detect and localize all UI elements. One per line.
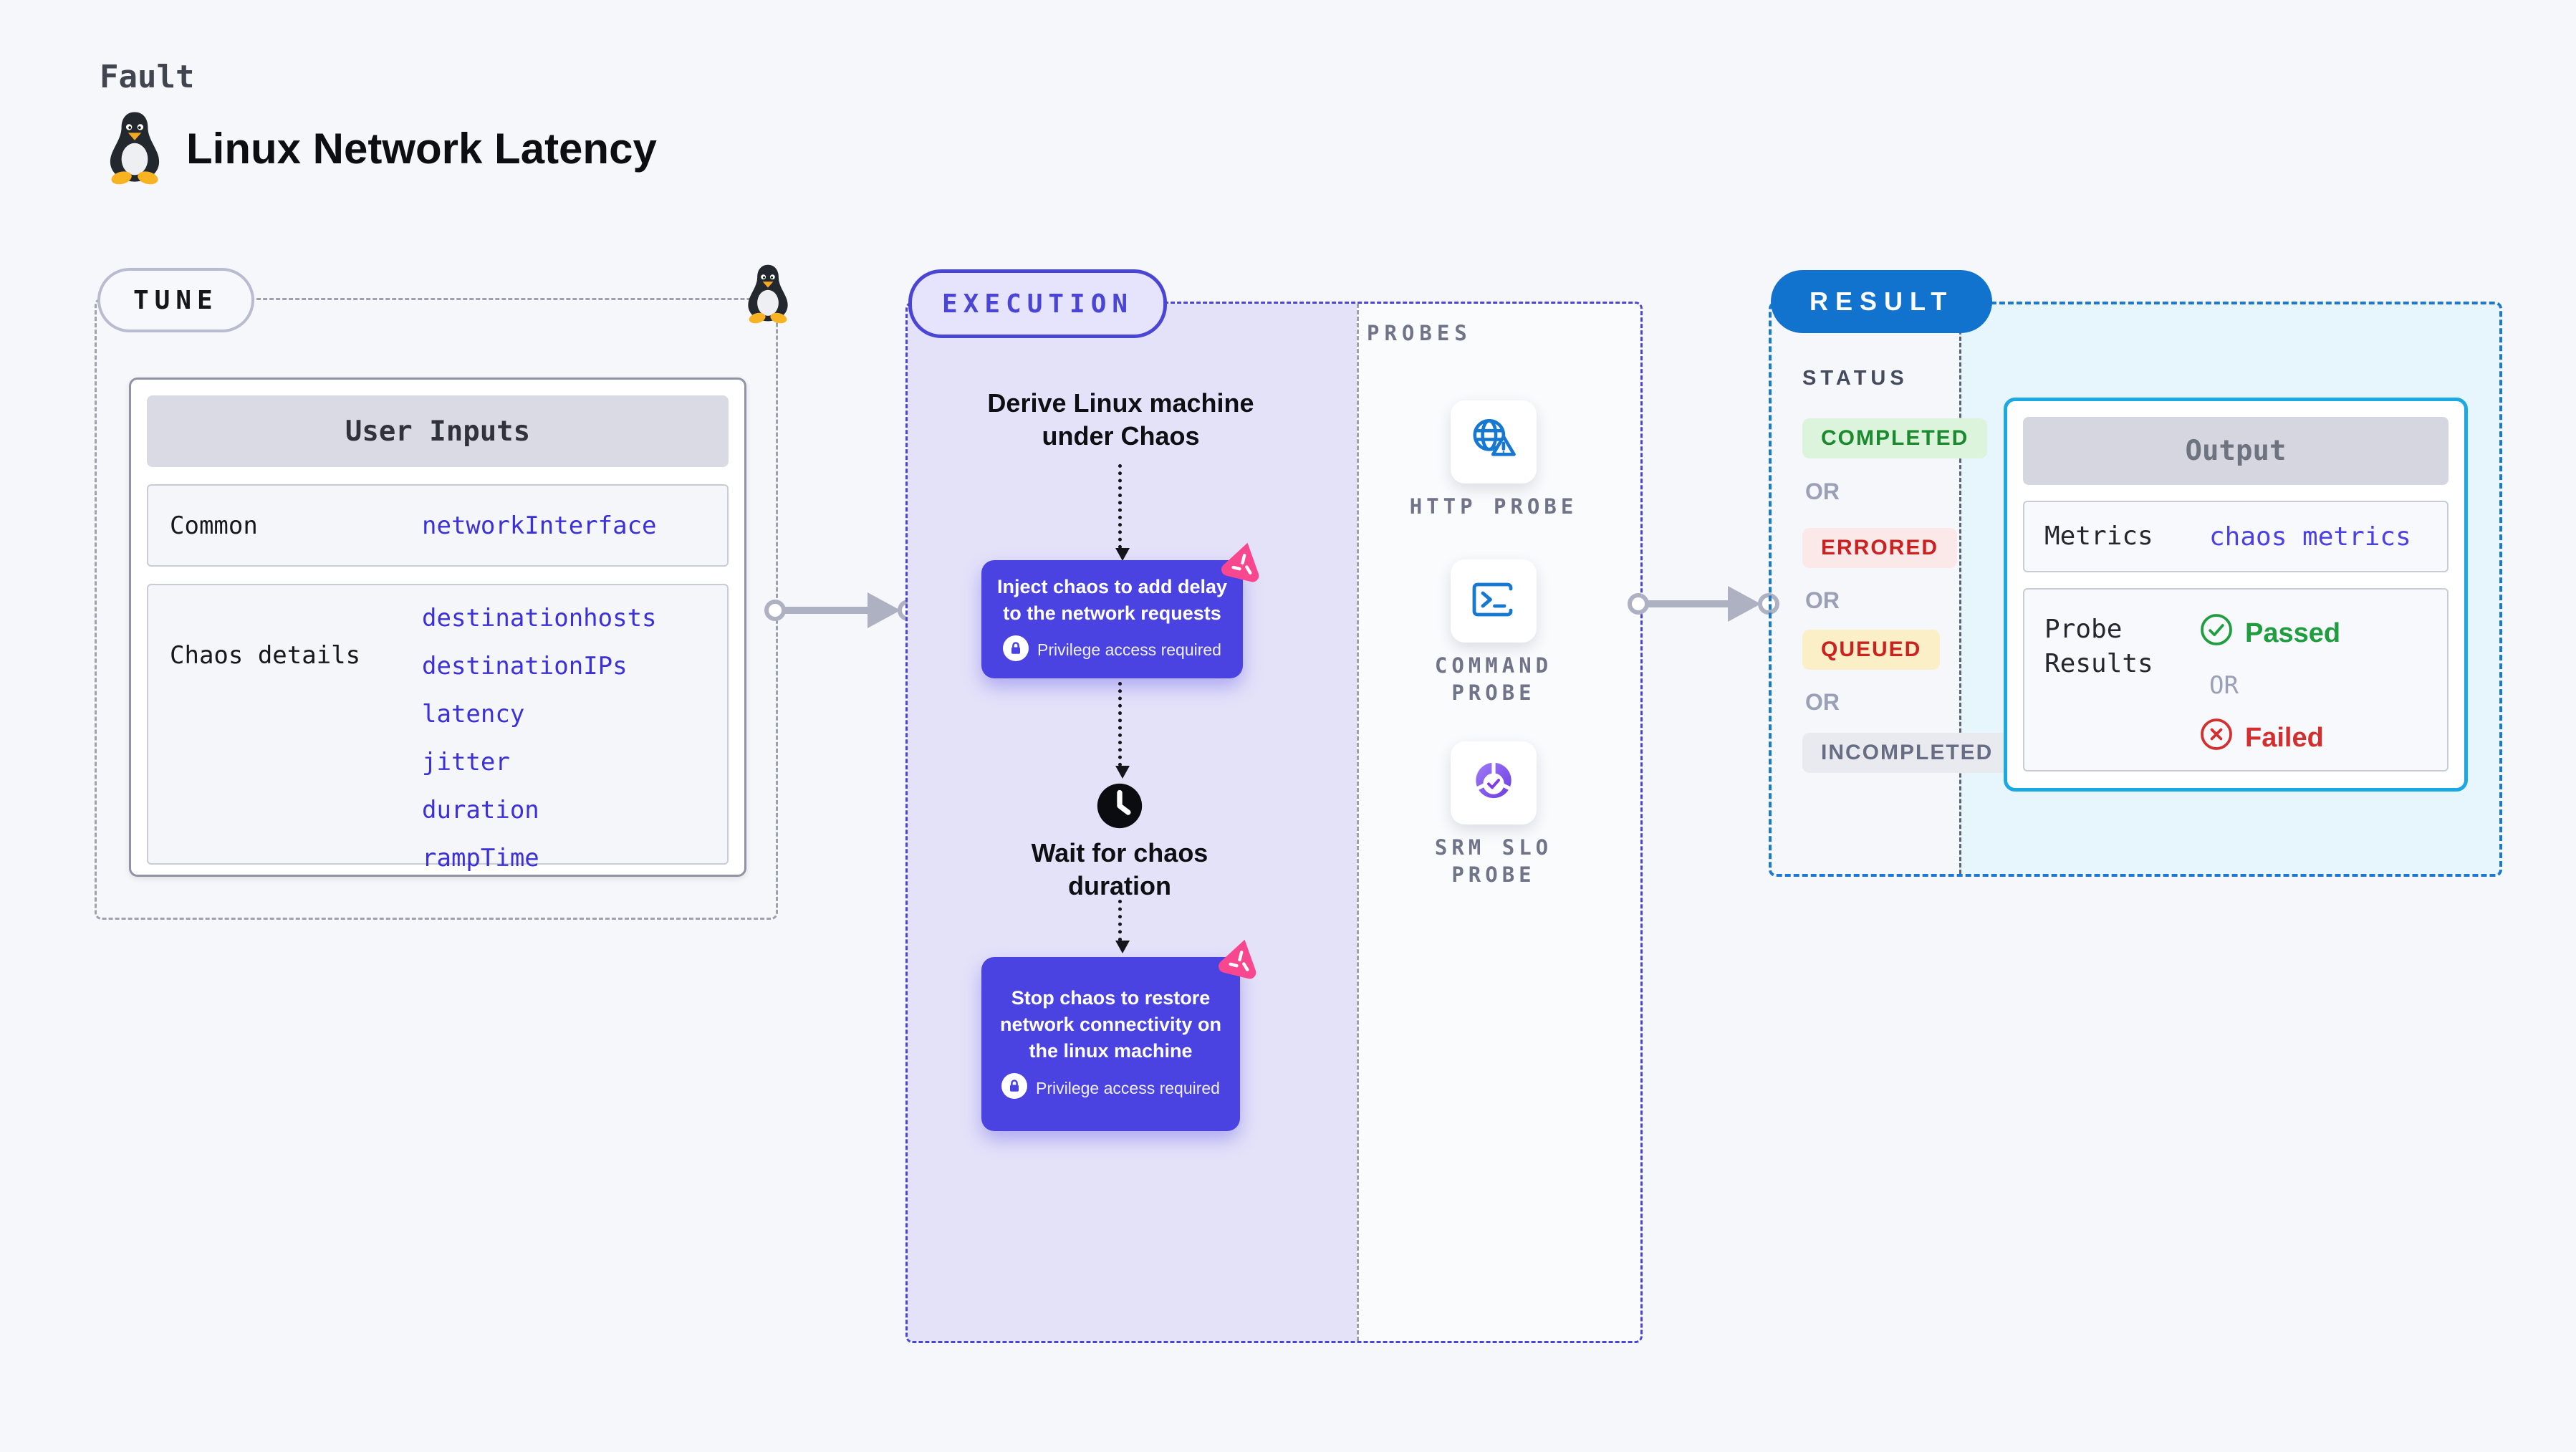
metrics-value: chaos metrics xyxy=(2209,521,2411,552)
tune-badge: TUNE xyxy=(97,268,254,332)
dotted-arrow-down-icon xyxy=(1115,900,1130,953)
row-value: destinationIPs xyxy=(422,652,628,681)
probe-label: COMMAND PROBE xyxy=(1434,653,1553,705)
user-inputs-row-common: Common networkInterface xyxy=(147,484,729,567)
fault-kicker: Fault xyxy=(100,59,195,95)
output-title: Output xyxy=(2023,417,2448,485)
status-badge-incompleted: INCOMPLETED xyxy=(1802,733,2012,773)
http-probe-card[interactable] xyxy=(1451,400,1537,484)
row-value: destinationhosts xyxy=(422,604,657,633)
stop-chaos-node[interactable]: Stop chaos to restore network connectivi… xyxy=(981,957,1240,1131)
execution-probes-divider xyxy=(1357,304,1359,1341)
tux-penguin-icon xyxy=(105,109,165,188)
stop-chaos-label: Stop chaos to restore network connectivi… xyxy=(999,987,1222,1062)
privilege-note-row: Privilege access required xyxy=(981,635,1243,665)
probe-results-row: Probe Results Passed OR xyxy=(2023,588,2448,771)
derive-step-label: Derive Linux machine under Chaos xyxy=(987,388,1254,451)
row-values: destinationhosts destinationIPs latency … xyxy=(422,604,657,872)
status-badge-queued: QUEUED xyxy=(1802,630,1941,670)
lock-icon xyxy=(1001,1073,1028,1103)
tune-to-execution-connector xyxy=(764,592,919,629)
row-label: Chaos details xyxy=(170,641,361,670)
chaos-pinwheel-icon xyxy=(1220,539,1266,588)
result-badge: RESULT xyxy=(1771,270,1993,333)
metrics-row: Metrics chaos metrics xyxy=(2023,501,2448,572)
chaos-pinwheel-icon xyxy=(1217,936,1263,985)
privilege-note: Privilege access required xyxy=(1036,1078,1220,1097)
check-circle-icon xyxy=(2199,612,2234,654)
x-circle-icon xyxy=(2199,717,2234,759)
connector-line xyxy=(1638,600,1729,607)
slo-pie-check-icon xyxy=(1467,755,1520,812)
status-or: OR xyxy=(1805,689,1840,715)
failed-label: Failed xyxy=(2245,722,2324,753)
connector-dot xyxy=(1628,593,1649,615)
row-value: jitter xyxy=(422,748,510,777)
passed-label: Passed xyxy=(2245,617,2341,648)
wait-step-label: Wait for chaos duration xyxy=(1031,838,1208,900)
user-inputs-row-chaos-details: Chaos details destinationhosts destinati… xyxy=(147,584,729,872)
row-value: rampTime xyxy=(422,844,539,872)
status-heading: STATUS xyxy=(1802,367,1908,390)
metrics-label: Metrics xyxy=(2044,521,2153,551)
failed-row: Failed xyxy=(2199,717,2340,759)
inject-chaos-node[interactable]: Inject chaos to add delay to the network… xyxy=(981,560,1243,678)
dotted-arrow-down-icon xyxy=(1115,464,1130,561)
status-or: OR xyxy=(1805,587,1840,613)
probes-label: PROBES xyxy=(1367,321,1472,345)
command-probe-card[interactable] xyxy=(1451,559,1537,643)
arrow-right-icon xyxy=(868,592,900,628)
user-inputs-title: User Inputs xyxy=(147,395,729,467)
probe-label: SRM SLO PROBE xyxy=(1434,835,1553,887)
privilege-note-row: Privilege access required xyxy=(981,1073,1240,1103)
tux-penguin-icon xyxy=(744,262,792,327)
connector-line xyxy=(775,607,869,614)
lock-icon xyxy=(1003,635,1029,665)
connector-dot xyxy=(764,600,786,621)
globe-alert-icon xyxy=(1467,414,1520,471)
passed-row: Passed xyxy=(2199,612,2340,654)
clock-icon xyxy=(1095,782,1144,834)
status-badge-completed: COMPLETED xyxy=(1802,418,1988,458)
status-badge-errored: ERRORED xyxy=(1802,528,1958,568)
terminal-icon xyxy=(1468,574,1519,629)
probe-label: HTTP PROBE xyxy=(1409,494,1578,519)
row-label: Common xyxy=(170,511,258,540)
row-value: latency xyxy=(422,700,525,729)
status-output-divider xyxy=(1959,304,1961,874)
fault-title-row: Linux Network Latency xyxy=(105,109,657,188)
row-value: networkInterface xyxy=(422,511,657,540)
output-card: Output Metrics chaos metrics Probe Resul… xyxy=(2004,398,2468,792)
execution-badge: EXECUTION xyxy=(908,269,1168,338)
probe-results-or: OR xyxy=(2209,671,2239,700)
privilege-note: Privilege access required xyxy=(1037,640,1221,659)
status-or: OR xyxy=(1805,479,1840,504)
probe-results-values: Passed OR Failed xyxy=(2199,612,2340,770)
execution-to-result-connector xyxy=(1628,585,1782,622)
page-title: Linux Network Latency xyxy=(186,125,657,173)
arrow-right-icon xyxy=(1728,586,1761,622)
inject-chaos-label: Inject chaos to add delay to the network… xyxy=(996,575,1228,624)
probe-results-label: Probe Results xyxy=(2044,615,2153,678)
user-inputs-card: User Inputs Common networkInterface Chao… xyxy=(129,378,746,877)
dotted-arrow-down-icon xyxy=(1115,682,1130,779)
row-value: duration xyxy=(422,796,539,824)
srm-slo-probe-card[interactable] xyxy=(1451,741,1537,824)
